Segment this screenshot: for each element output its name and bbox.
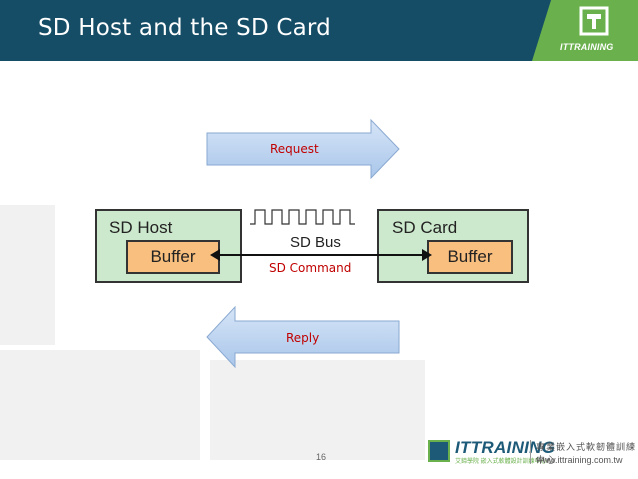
host-buffer: Buffer xyxy=(126,240,220,274)
footer-divider xyxy=(530,440,531,464)
watermark-shape xyxy=(0,205,55,345)
sd-card-title: SD Card xyxy=(392,218,458,237)
reply-arrow-icon xyxy=(206,305,400,369)
logo-text: ITTRAINING xyxy=(560,42,614,52)
page-number: 16 xyxy=(316,452,327,462)
footer-brand: ITTRAINING xyxy=(455,438,556,457)
footer-logo-icon xyxy=(428,440,450,462)
card-buffer: Buffer xyxy=(427,240,513,274)
sd-host-title: SD Host xyxy=(109,218,173,237)
sd-bus-label: SD Bus xyxy=(290,234,341,251)
ittraining-logo-icon xyxy=(579,6,609,36)
footer-tagline: 專業嵌入式軟韌體訓練中心 xyxy=(536,442,637,465)
slide-header xyxy=(0,0,638,61)
watermark-shape xyxy=(210,360,425,460)
slide-title: SD Host and the SD Card xyxy=(38,15,331,41)
footer-subtitle: 艾鍗學院 嵌入式軟體設計訓練中心 xyxy=(455,459,547,465)
footer-url: www.ittraining.com.tw xyxy=(536,455,623,465)
reply-label: Reply xyxy=(286,331,320,345)
clock-waveform-icon xyxy=(250,209,355,225)
sd-command-label: SD Command xyxy=(269,261,352,275)
ittraining-logo xyxy=(532,0,638,61)
sd-bus-arrow-icon xyxy=(210,249,432,261)
request-label: Request xyxy=(270,142,319,156)
watermark-shape xyxy=(0,350,200,460)
request-arrow-icon xyxy=(206,118,400,180)
